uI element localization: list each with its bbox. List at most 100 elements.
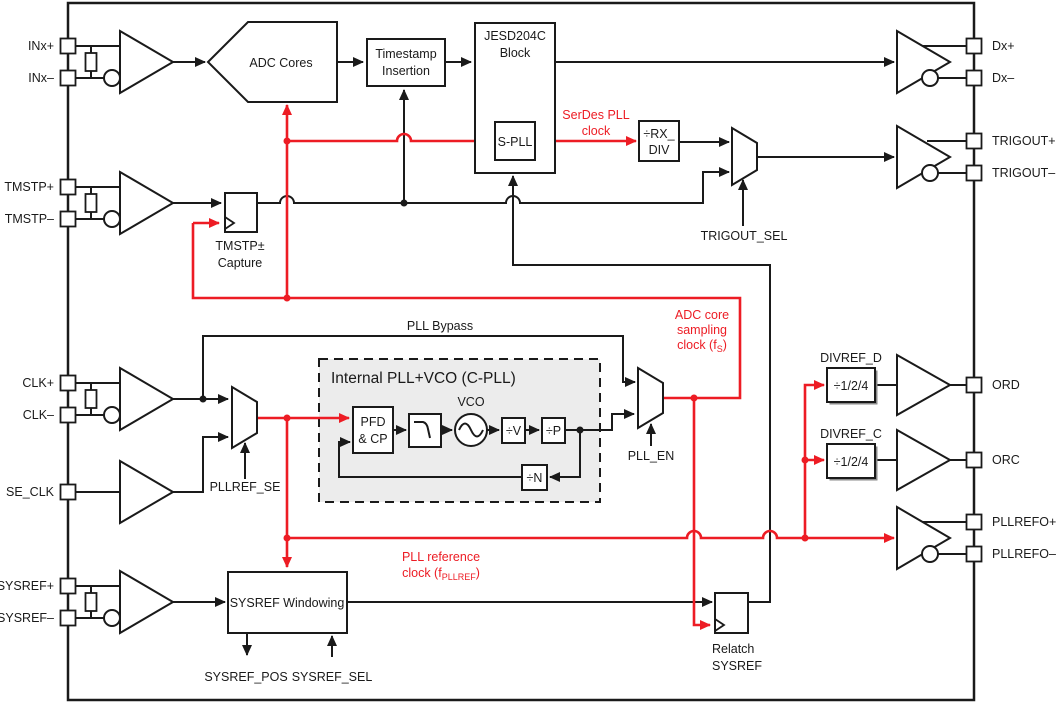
label-div-v: ÷V xyxy=(506,424,522,438)
label-sysref-sel: SYSREF_SEL xyxy=(292,670,373,684)
label-tmstp-capture-2: Capture xyxy=(218,256,263,270)
wire-seclk-amp-to-mux xyxy=(173,432,229,493)
label-s-pll: S-PLL xyxy=(498,135,533,149)
pin-inx-minus xyxy=(59,69,77,87)
label-tmstp-capture-1: TMSTP± xyxy=(215,239,264,253)
wire-relatch-to-jesd-sysref xyxy=(508,175,771,603)
label-div-n: ÷N xyxy=(527,471,543,485)
pins xyxy=(59,37,983,627)
red-labels: SerDes PLL clock ADC core sampling clock… xyxy=(402,108,729,582)
amp-sysref xyxy=(119,569,175,635)
label-tmstp-plus: TMSTP+ xyxy=(4,180,54,194)
pllref-se-mux xyxy=(231,385,258,450)
block-sysref-windowing xyxy=(227,571,348,634)
pin-trigout-plus xyxy=(965,132,983,150)
label-ord: ORD xyxy=(992,378,1020,392)
sine-wave-icon xyxy=(458,422,484,438)
wire-pllrefo-buffer-outputs xyxy=(923,521,966,555)
label-pll-ref-clock-1: PLL reference xyxy=(402,550,480,564)
block-div-p xyxy=(541,417,566,444)
block-div-n xyxy=(521,464,548,491)
label-timestamp-2: Insertion xyxy=(382,64,430,78)
block-s-pll xyxy=(494,121,536,161)
label-adc-clock-2: sampling xyxy=(677,323,727,337)
pin-trigout-minus xyxy=(965,164,983,182)
label-dx-plus: Dx+ xyxy=(992,39,1015,53)
amp-inx xyxy=(119,29,175,95)
label-divref-d-block: ÷1/2/4 xyxy=(834,379,869,393)
label-adc-clock-1: ADC core xyxy=(675,308,729,322)
label-cpll-title: Internal PLL+VCO (C-PLL) xyxy=(331,370,516,387)
label-pll-en: PLL_EN xyxy=(628,449,675,463)
pin-dx-minus xyxy=(965,69,983,87)
amp-tmstp xyxy=(119,170,175,236)
pin-dx-plus xyxy=(965,37,983,55)
block-adc-cores xyxy=(206,21,338,103)
label-rxdiv-1: ÷RX_ xyxy=(643,127,675,141)
amp-clk xyxy=(119,366,175,432)
capture-clock-mark xyxy=(224,216,236,230)
amp-inx-inv-bubble xyxy=(103,69,121,87)
label-serdes-clock-2: clock xyxy=(582,124,611,138)
label-jesd-2: Block xyxy=(500,46,531,60)
label-tmstp-minus: TMSTP– xyxy=(5,212,54,226)
buffer-pllrefo-inv-bubble xyxy=(921,545,939,563)
pin-sysref-minus xyxy=(59,609,77,627)
wire-capture-to-trigout-mux xyxy=(257,167,730,204)
pin-pllrefo-plus xyxy=(965,513,983,531)
pin-tmstp-plus xyxy=(59,178,77,196)
label-div-p: ÷P xyxy=(546,424,561,438)
amp-tmstp-inv-bubble xyxy=(103,210,121,228)
pin-inx-plus xyxy=(59,37,77,55)
resistor-sysref xyxy=(84,592,98,612)
blocks xyxy=(103,21,953,635)
block-rx-div xyxy=(638,120,680,162)
label-jesd-1: JESD204C xyxy=(484,29,546,43)
label-divref-c: DIVREF_C xyxy=(820,427,882,441)
wire-divn-to-pfd xyxy=(338,437,522,478)
label-sysref-pos: SYSREF_POS xyxy=(204,670,287,684)
buffer-trigout-inv-bubble xyxy=(921,164,939,182)
block-loop-filter xyxy=(408,413,442,448)
label-timestamp-1: Timestamp xyxy=(375,47,436,61)
red-wire-to-divref-d xyxy=(803,380,825,538)
chip-outline xyxy=(66,1,976,702)
termination-resistors xyxy=(84,52,98,612)
label-trigout-plus: TRIGOUT+ xyxy=(992,134,1056,148)
label-dx-minus: Dx– xyxy=(992,71,1014,85)
glyphs xyxy=(224,216,726,632)
amp-se-clk xyxy=(119,459,175,525)
label-pfd-2: & CP xyxy=(358,432,387,446)
red-wire-to-relatch-clk xyxy=(692,398,711,630)
label-adc-clock-3: clock (fS) xyxy=(677,338,727,354)
label-sysref-plus: SYSREF+ xyxy=(0,579,54,593)
block-pfd-cp xyxy=(352,406,394,454)
pin-sysref-plus xyxy=(59,577,77,595)
wire-dx-buffer-outputs xyxy=(923,45,966,79)
label-inx-minus: INx– xyxy=(28,71,54,85)
pin-pllrefo-minus xyxy=(965,545,983,563)
wire-pll-bypass xyxy=(202,335,636,399)
label-rxdiv-2: DIV xyxy=(649,143,671,157)
label-pll-ref-clock-2: clock (fPLLREF) xyxy=(402,566,480,582)
label-sysref-minus: SYSREF– xyxy=(0,611,54,625)
buffer-orc xyxy=(896,428,953,492)
black-wires xyxy=(76,45,966,657)
pll-en-mux xyxy=(637,366,664,430)
wire-divp-to-pllen-mux xyxy=(565,409,635,431)
label-trigout-sel: TRIGOUT_SEL xyxy=(701,229,788,243)
label-vco: VCO xyxy=(457,395,484,409)
wire-feedback-to-divn xyxy=(549,430,581,482)
label-pllrefo-plus: PLLREFO+ xyxy=(992,515,1056,529)
trigout-mux xyxy=(731,126,758,187)
label-pfd-1: PFD xyxy=(361,415,386,429)
pin-tmstp-minus xyxy=(59,210,77,228)
label-clk-minus: CLK– xyxy=(23,408,54,422)
pin-se-clk xyxy=(59,483,77,501)
amp-clk-inv-bubble xyxy=(103,406,121,424)
label-serdes-clock-1: SerDes PLL xyxy=(562,108,629,122)
label-se-clk: SE_CLK xyxy=(6,485,55,499)
wire-trigout-buffer-outputs xyxy=(927,140,966,174)
label-orc: ORC xyxy=(992,453,1020,467)
